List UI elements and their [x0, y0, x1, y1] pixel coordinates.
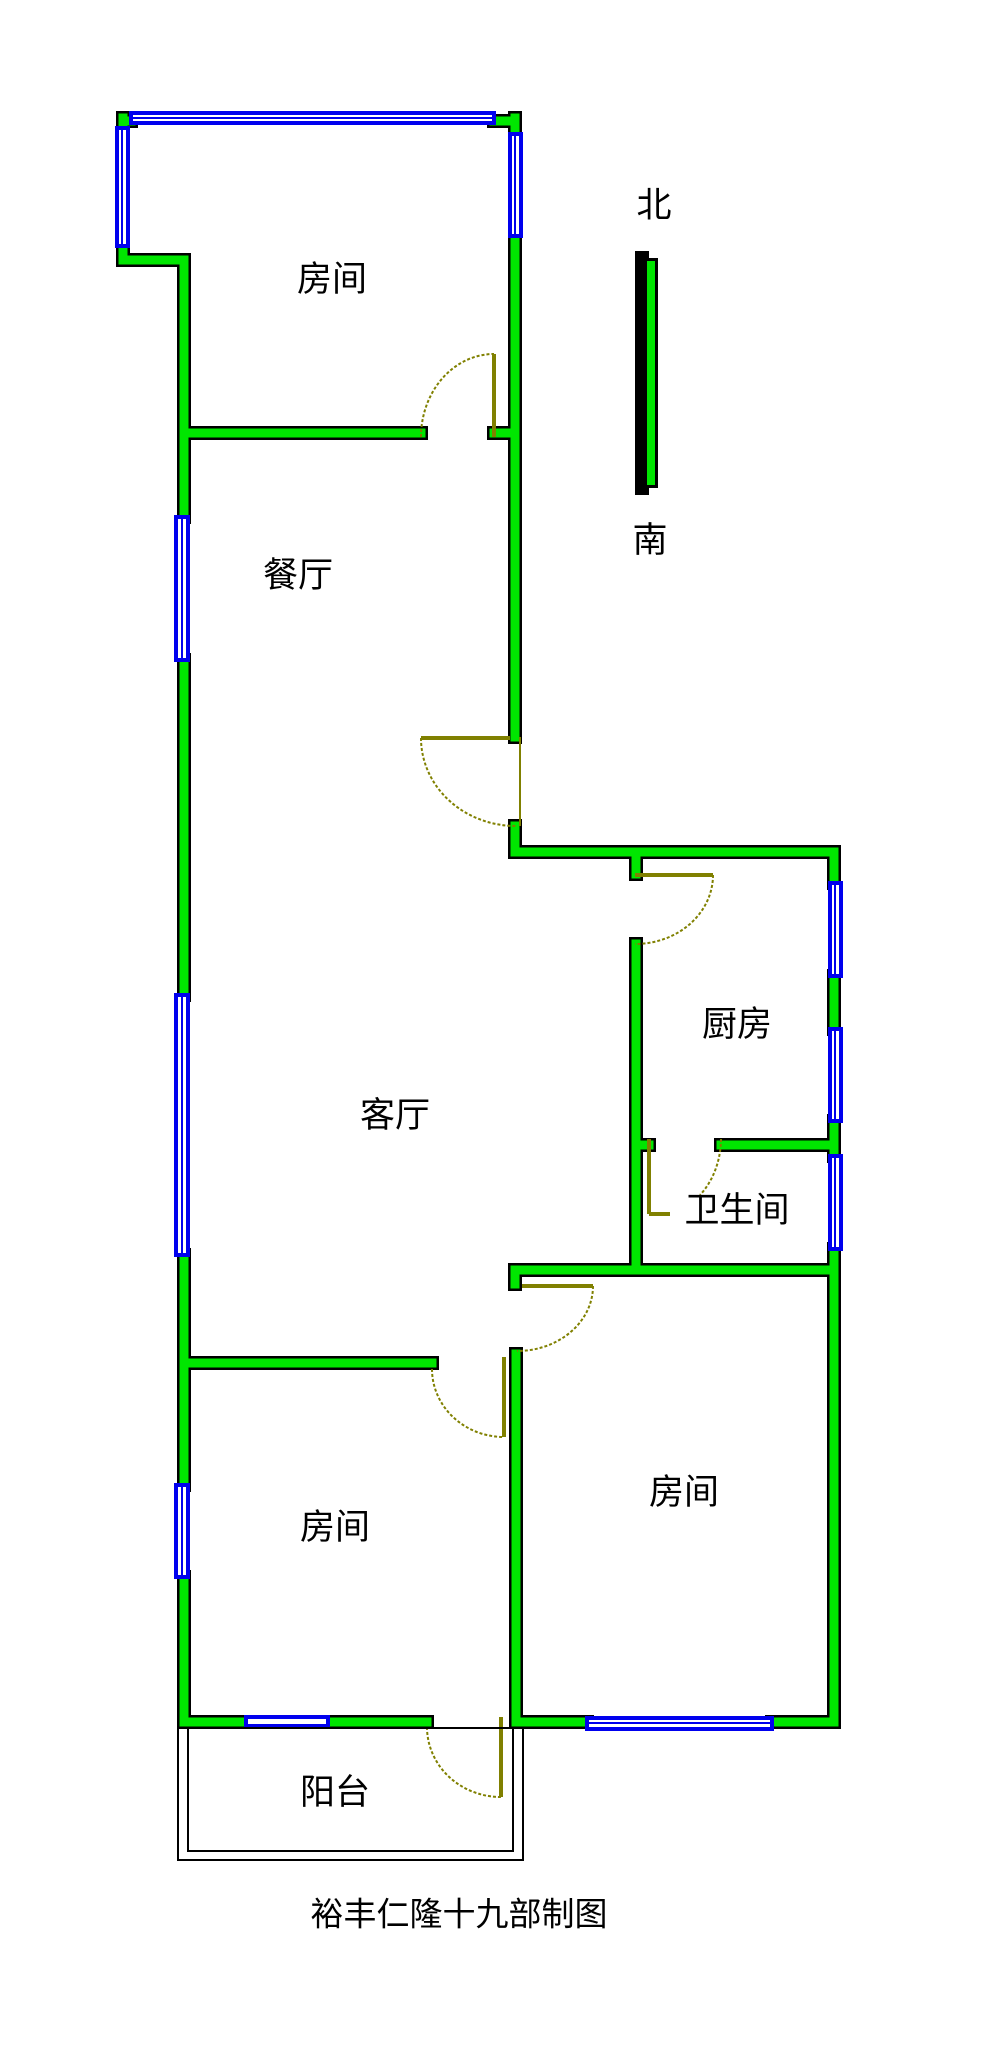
doors	[420, 353, 722, 1798]
windows	[115, 111, 843, 1731]
compass-south-label: 南	[632, 521, 667, 561]
compass-north-label: 北	[636, 186, 671, 226]
room-label-kitchen: 厨房	[702, 1005, 772, 1045]
balcony-railing	[177, 1727, 524, 1861]
walls	[116, 111, 841, 1729]
room-label-bedroom-southeast: 房间	[649, 1473, 719, 1513]
plan-caption: 裕丰仁隆十九部制图	[311, 1895, 608, 1934]
room-label-dining: 餐厅	[263, 556, 333, 596]
room-label-bedroom-north: 房间	[297, 260, 367, 300]
room-label-bathroom: 卫生间	[684, 1191, 789, 1231]
room-label-living: 客厅	[360, 1096, 430, 1136]
room-label-bedroom-southwest: 房间	[300, 1508, 370, 1548]
room-label-balcony: 阳台	[300, 1773, 370, 1813]
